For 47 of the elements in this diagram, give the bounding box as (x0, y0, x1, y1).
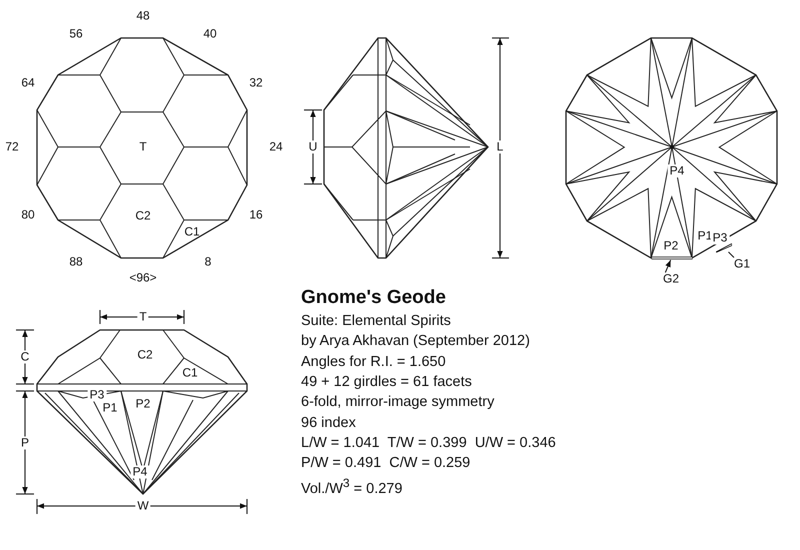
facet-label: P2 (136, 398, 150, 410)
facet-label: P1 (102, 402, 118, 414)
girdle-facet (716, 243, 732, 252)
index-number: 40 (203, 28, 217, 40)
leader-line (728, 252, 734, 258)
girdle-facet (651, 256, 692, 260)
facet-label: P1 (698, 230, 712, 242)
index-number: 48 (136, 10, 150, 22)
index-number: 56 (69, 28, 83, 40)
dimension-label: P4 (668, 164, 686, 178)
facet-label: C2 (135, 210, 151, 222)
index-number: 72 (5, 140, 19, 154)
spec-text: 49 + 12 girdles = 61 facets (301, 374, 472, 391)
dimension-label: C (18, 350, 32, 364)
index-number: <96> (129, 272, 157, 284)
spec-text: Vol./W$^{3}$ = 0.279 (301, 475, 402, 498)
dimension-label: P3 (710, 232, 730, 244)
spec-text: L/W = 1.041 T/W = 0.399 U/W = 0.346 (301, 434, 556, 452)
facet-label: P2 (664, 240, 678, 252)
index-number: 64 (21, 76, 35, 90)
facet-label: T (139, 140, 147, 154)
leader-arrow (664, 260, 672, 273)
spec-text: Angles for R.I. = 1.650 (301, 354, 446, 371)
facet-label: C1 (182, 366, 198, 380)
index-number: 8 (204, 256, 212, 268)
spec-text: by Arya Akhavan (September 2012) (301, 333, 530, 350)
spec-text: 96 index (301, 414, 356, 432)
facet-label: C2 (137, 348, 153, 362)
index-number: 16 (249, 208, 263, 222)
dimension-label: P4 (130, 466, 150, 478)
facet-label: G1 (734, 258, 750, 270)
dimension-label: L (494, 140, 506, 154)
index-number: 24 (269, 140, 283, 154)
index-number: 88 (69, 256, 83, 268)
spec-text: Suite: Elemental Spirits (301, 313, 451, 330)
dimension-label: P (19, 436, 31, 450)
dimension-label: U (306, 140, 320, 154)
index-number: 32 (249, 76, 263, 90)
facet-label: G2 (663, 272, 679, 286)
index-number: 80 (21, 208, 35, 222)
spec-text: 6-fold, mirror-image symmetry (301, 394, 494, 412)
dimension-label: T (137, 310, 149, 324)
facet-label: C1 (184, 226, 200, 238)
dimension-label: P3 (88, 388, 106, 402)
dimension-label: W (135, 500, 151, 512)
title: Gnome's Geode (301, 287, 446, 309)
spec-text: P/W = 0.491 C/W = 0.259 (301, 455, 470, 472)
